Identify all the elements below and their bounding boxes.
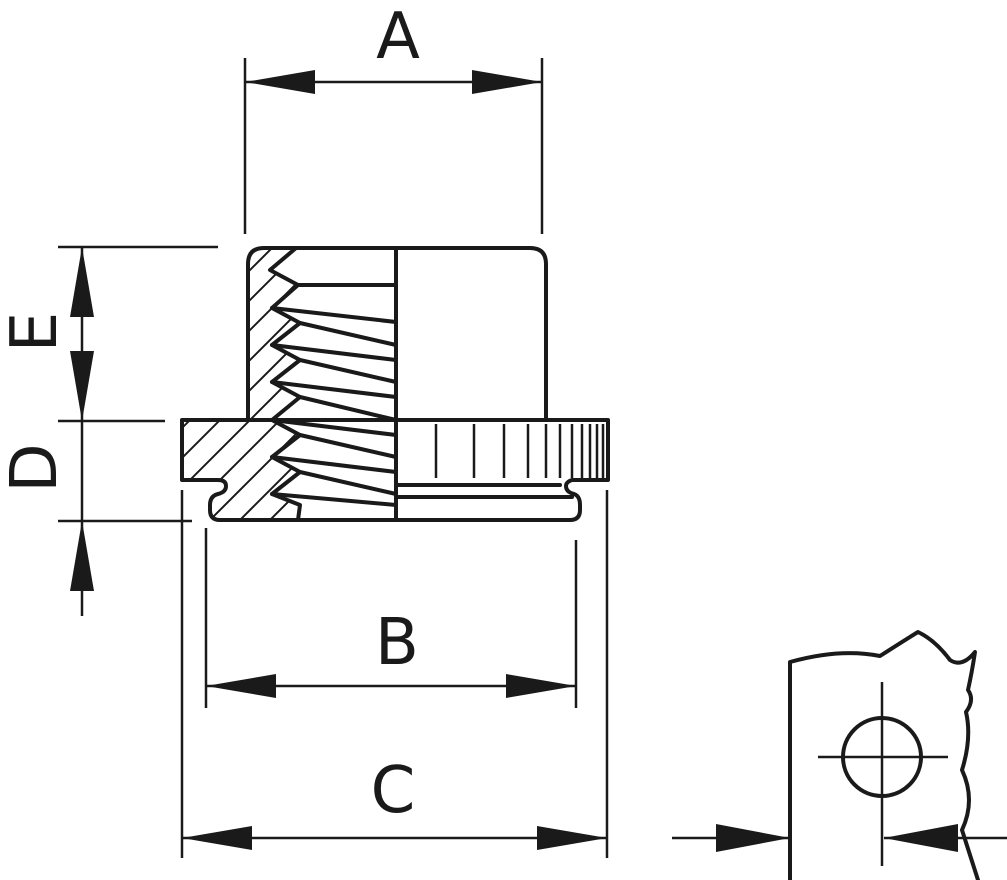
panel-hole-detail [672,630,1007,880]
dimension-b: B [204,528,578,708]
dimension-label-c: C [371,754,416,828]
dimension-c: C [180,490,609,858]
dimension-label-a: A [376,0,420,74]
dimension-e: E [0,245,218,423]
dimension-label-b: B [375,606,419,680]
insert-nut-outline [180,246,610,522]
knurling [434,424,605,478]
dimension-label-d: D [0,443,72,492]
dimension-d: D [0,421,192,616]
dimension-label-e: E [0,312,72,352]
dimension-a: A [243,0,544,234]
